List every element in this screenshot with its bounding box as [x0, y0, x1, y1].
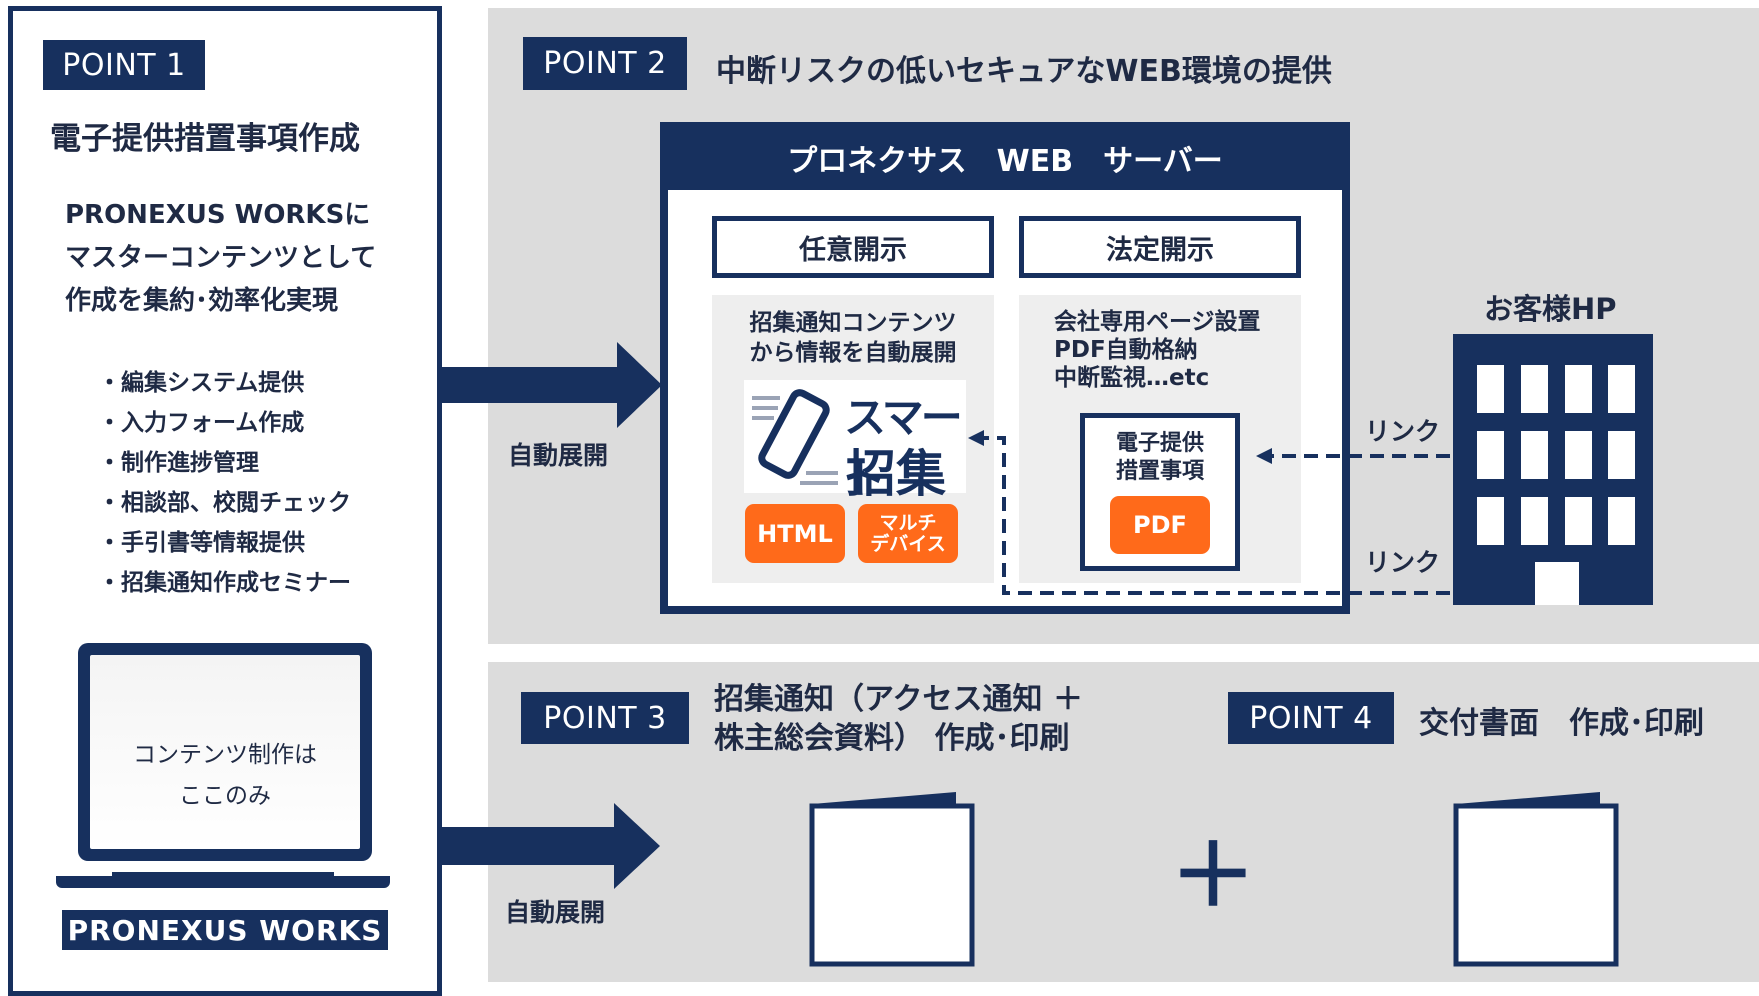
- window: [1565, 365, 1592, 413]
- statutory-desc: 会社専用ページ設置 PDF自動格納 中断監視…etc: [1054, 308, 1261, 392]
- point3-title: 招集通知（アクセス通知 ＋ 株主総会資料） 作成･印刷: [714, 680, 1083, 758]
- point2-title: 中断リスクの低いセキュアなWEB環境の提供: [716, 54, 1332, 89]
- window: [1565, 497, 1592, 545]
- badge-line: デバイス: [870, 532, 946, 555]
- list-item: ・編集システム提供: [98, 370, 305, 396]
- laptop-base: [56, 872, 390, 888]
- auto-deploy-label: 自動展開: [508, 441, 609, 470]
- point2-tag: POINT 2: [523, 37, 687, 90]
- building-icon: [1453, 334, 1653, 605]
- doc-line: 措置事項: [1115, 459, 1204, 484]
- list-item: ・制作進捗管理: [98, 450, 259, 476]
- window: [1477, 497, 1504, 545]
- link-label-2: リンク: [1365, 548, 1441, 577]
- point1-title: 電子提供措置事項作成: [50, 121, 360, 157]
- pronexus-works-logo: PRONEXUS WORKS: [62, 910, 388, 950]
- list-item: ・招集通知作成セミナー: [98, 570, 351, 596]
- smartphone-icon: [752, 389, 838, 485]
- plus-sign: ＋: [1170, 826, 1256, 926]
- desc-line: から情報を自動展開: [749, 340, 957, 366]
- laptop-line: ここのみ: [179, 783, 271, 809]
- title-line: 招集通知（アクセス通知 ＋: [714, 682, 1083, 717]
- laptop-base-notch: [56, 872, 112, 876]
- logo-text-smart: スマート: [844, 393, 963, 503]
- pdf-badge: PDF: [1110, 496, 1210, 554]
- window: [1608, 497, 1635, 545]
- desc-line: マスターコンテンツとして: [65, 243, 377, 273]
- desc-line: 中断監視…etc: [1054, 365, 1210, 391]
- logo-text-shoshu: 招集: [846, 445, 946, 503]
- desc-line: PDF自動格納: [1054, 337, 1198, 363]
- desc-line: 招集通知コンテンツ: [749, 310, 957, 336]
- list-item: ・入力フォーム作成: [98, 410, 305, 436]
- point1-bullet-list: ・編集システム提供 ・入力フォーム作成 ・制作進捗管理 ・相談部、校閲チェック …: [98, 363, 351, 603]
- html-badge: HTML: [745, 504, 845, 563]
- laptop-text: コンテンツ制作は ここのみ: [90, 735, 360, 817]
- laptop-line: コンテンツ制作は: [133, 742, 317, 768]
- point4-title: 交付書面 作成･印刷: [1419, 706, 1704, 741]
- window: [1521, 431, 1548, 479]
- point3-tag: POINT 3: [521, 692, 689, 744]
- point1-tag: POINT 1: [43, 40, 205, 90]
- desc-line: 作成を集約･効率化実現: [65, 286, 339, 316]
- window: [1477, 431, 1504, 479]
- voluntary-disclosure-header: 任意開示: [712, 216, 994, 278]
- title-line: 株主総会資料） 作成･印刷: [714, 721, 1070, 756]
- badge-line: マルチ: [879, 511, 937, 534]
- arrow-right-icon: [442, 342, 662, 428]
- point4-tag: POINT 4: [1228, 692, 1394, 744]
- doc-line: 電子提供: [1115, 431, 1204, 456]
- list-item: ・手引書等情報提供: [98, 530, 305, 556]
- smart-shoshu-logo: スマート 招集: [744, 380, 966, 503]
- laptop-screen: コンテンツ制作は ここのみ: [90, 655, 360, 849]
- desc-line: 会社専用ページ設置: [1054, 309, 1261, 335]
- window: [1565, 431, 1592, 479]
- multi-device-badge: マルチ デバイス: [858, 504, 958, 563]
- voluntary-desc: 招集通知コンテンツ から情報を自動展開: [712, 308, 994, 368]
- server-title: プロネクサス WEB サーバー: [787, 144, 1223, 179]
- building-door: [1535, 562, 1579, 605]
- customer-hp-label: お客様HP: [1484, 292, 1617, 326]
- link-lines: [968, 430, 1450, 595]
- laptop-icon: コンテンツ制作は ここのみ: [78, 643, 372, 861]
- provision-doc-text: 電子提供 措置事項: [1085, 430, 1235, 486]
- window: [1608, 365, 1635, 413]
- point1-description: PRONEXUS WORKSに マスターコンテンツとして 作成を集約･効率化実現: [65, 194, 376, 323]
- window: [1521, 497, 1548, 545]
- auto-deploy-label-2: 自動展開: [505, 898, 606, 927]
- desc-line: PRONEXUS WORKSに: [65, 200, 371, 230]
- window: [1521, 365, 1548, 413]
- statutory-disclosure-header: 法定開示: [1019, 216, 1301, 278]
- list-item: ・相談部、校閲チェック: [98, 490, 351, 516]
- link-label-1: リンク: [1365, 417, 1441, 446]
- booklet-icon: [1453, 792, 1619, 967]
- arrow-right-icon: [442, 803, 660, 889]
- booklet-icon: [809, 792, 975, 967]
- provision-document-box: 電子提供 措置事項 PDF: [1080, 413, 1240, 571]
- window: [1608, 431, 1635, 479]
- laptop-base-notch: [334, 872, 390, 876]
- window: [1477, 365, 1504, 413]
